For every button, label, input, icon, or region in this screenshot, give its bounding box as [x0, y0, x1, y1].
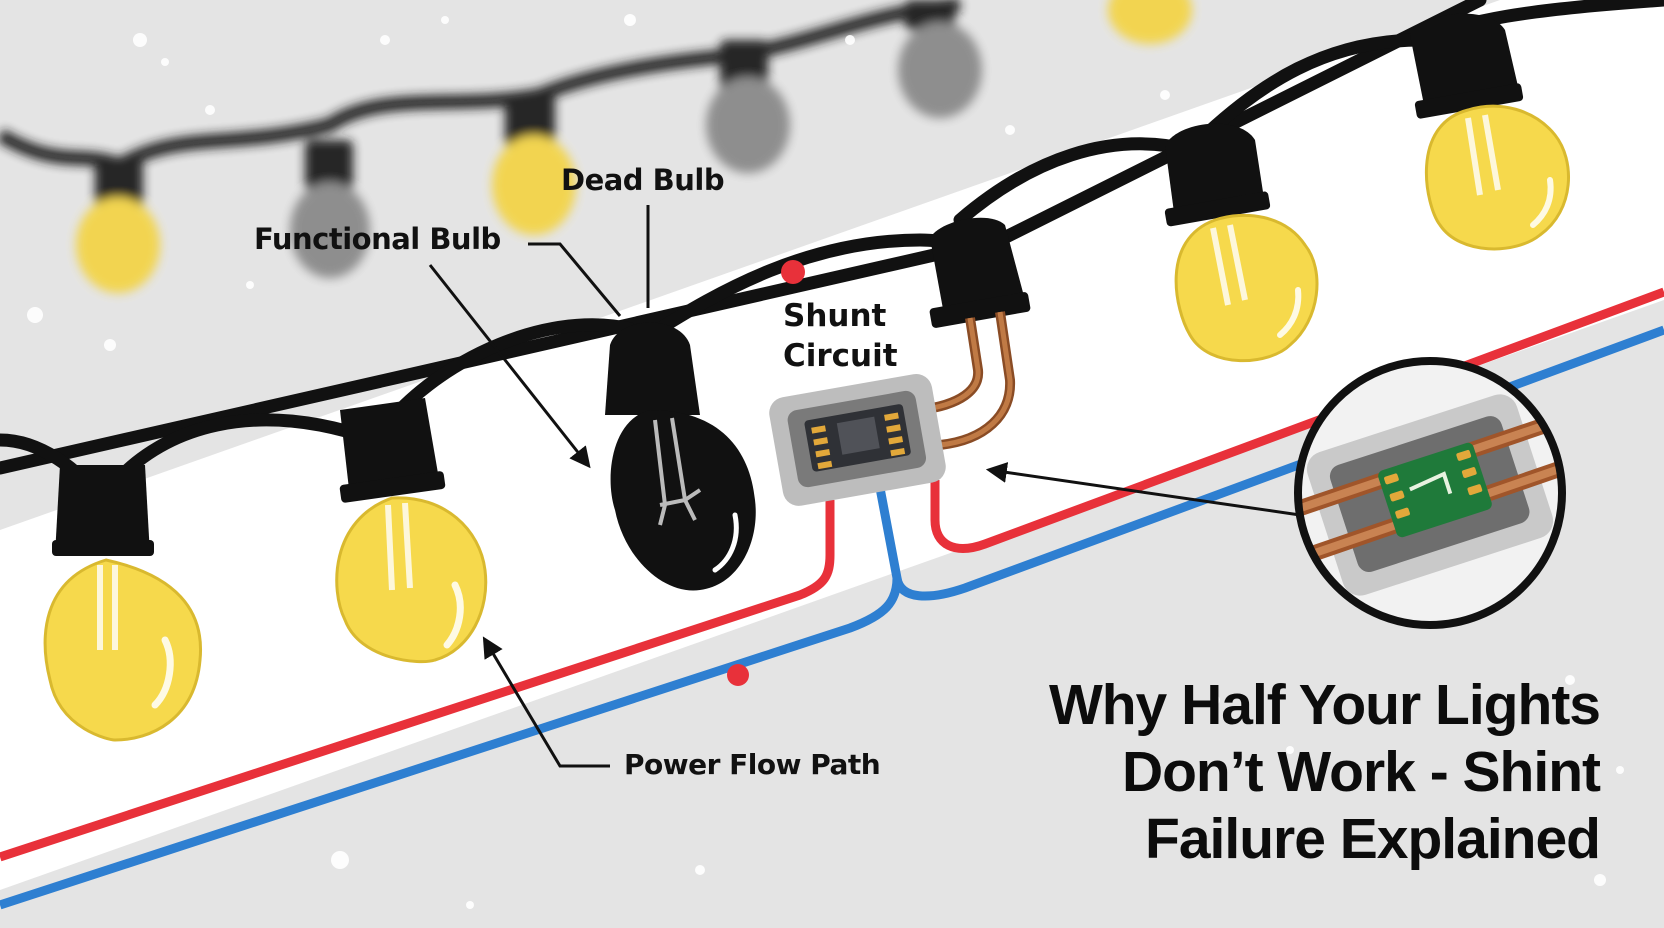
live-wire [0, 500, 835, 862]
live-wire-return [930, 287, 1664, 553]
lit-bulb-icon [335, 398, 488, 664]
functional-bulb-arrow [428, 264, 591, 469]
functional-bulb-label: Functional Bulb [254, 222, 501, 256]
shunt-chip-icon [769, 373, 946, 506]
callout-arrows [428, 205, 1301, 768]
functional-bulb-leader [528, 242, 622, 317]
headline: Why Half Your Lights Don’t Work - Shint … [1048, 672, 1601, 873]
shunt-label-line2: Circuit [783, 338, 898, 374]
junction-node [781, 260, 805, 284]
headline-line3: Failure Explained [1145, 807, 1601, 871]
shunt-inset-arrow [985, 462, 1301, 517]
background-light-string [0, 0, 1192, 293]
power-node [727, 664, 749, 686]
neutral-wire-2 [892, 325, 1664, 601]
power-flow-leader [482, 636, 610, 768]
lit-bulb-icon [43, 465, 203, 742]
headline-line2: Don’t Work - Shint [1121, 740, 1601, 804]
headline-line1: Why Half Your Lights [1048, 673, 1601, 737]
lit-bulb-icon [1164, 123, 1319, 363]
magnifier-inset-icon [1294, 357, 1566, 629]
shunt-circuit-label: Shunt Circuit [783, 296, 898, 376]
dead-bulb-label: Dead Bulb [561, 163, 725, 197]
shunt-label-line1: Shunt [783, 298, 887, 334]
dead-bulb-icon [605, 322, 756, 591]
power-flow-label: Power Flow Path [624, 748, 881, 781]
lit-bulb-icon [1410, 13, 1570, 251]
